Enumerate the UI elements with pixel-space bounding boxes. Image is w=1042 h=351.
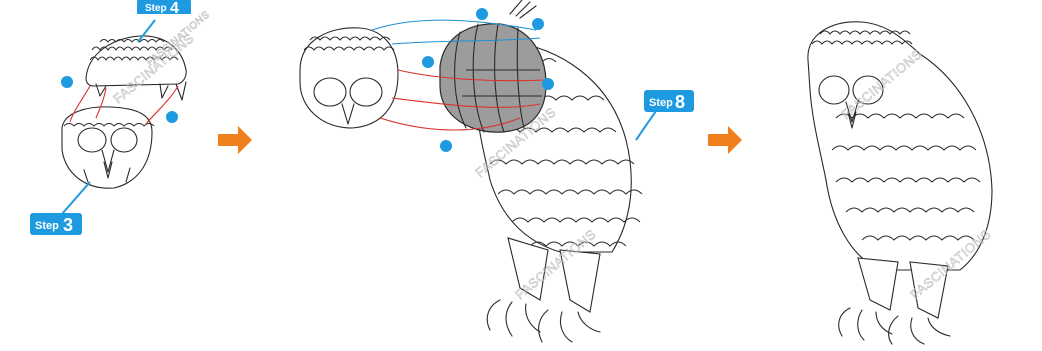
panel-head-halves bbox=[61, 19, 187, 215]
string-right bbox=[145, 85, 179, 125]
hand-icon bbox=[509, 0, 537, 19]
blue-dot bbox=[166, 111, 178, 123]
step4-word: Step bbox=[145, 3, 167, 14]
string-left bbox=[69, 85, 91, 123]
complete-legs bbox=[857, 257, 949, 319]
arrow-right-icon bbox=[218, 126, 252, 154]
step3-word: Step bbox=[35, 220, 59, 232]
owl-talons bbox=[486, 299, 601, 343]
step3-callout: Step 3 bbox=[30, 213, 82, 235]
complete-talons bbox=[838, 307, 951, 345]
step3-pointer bbox=[61, 181, 91, 215]
crest-feathers bbox=[89, 39, 179, 61]
string-red bbox=[379, 69, 547, 131]
string-blue bbox=[371, 19, 541, 45]
blue-dot bbox=[532, 18, 544, 30]
blue-dot bbox=[476, 8, 488, 20]
arrow-right-icon bbox=[708, 126, 742, 154]
blue-dot bbox=[422, 56, 434, 68]
owl-legs bbox=[507, 237, 601, 313]
step4-number: 4 bbox=[170, 0, 179, 17]
step8-word: Step bbox=[649, 97, 673, 109]
complete-feather-rows bbox=[811, 30, 981, 241]
step8-number: 8 bbox=[675, 92, 685, 112]
panel-completed bbox=[807, 21, 993, 345]
blue-dot bbox=[542, 78, 554, 90]
panel-attach-head bbox=[299, 0, 659, 343]
blue-dot bbox=[61, 76, 73, 88]
step3-number: 3 bbox=[63, 215, 73, 235]
face-rim bbox=[63, 123, 155, 127]
step8-callout: Step 8 bbox=[644, 90, 694, 112]
face-front bbox=[299, 27, 399, 129]
head-top-crest bbox=[85, 35, 187, 87]
step4-pointer bbox=[137, 19, 156, 43]
step4-callout: Step 4 bbox=[137, 0, 191, 17]
blue-dot bbox=[440, 140, 452, 152]
step8-pointer bbox=[635, 107, 659, 141]
